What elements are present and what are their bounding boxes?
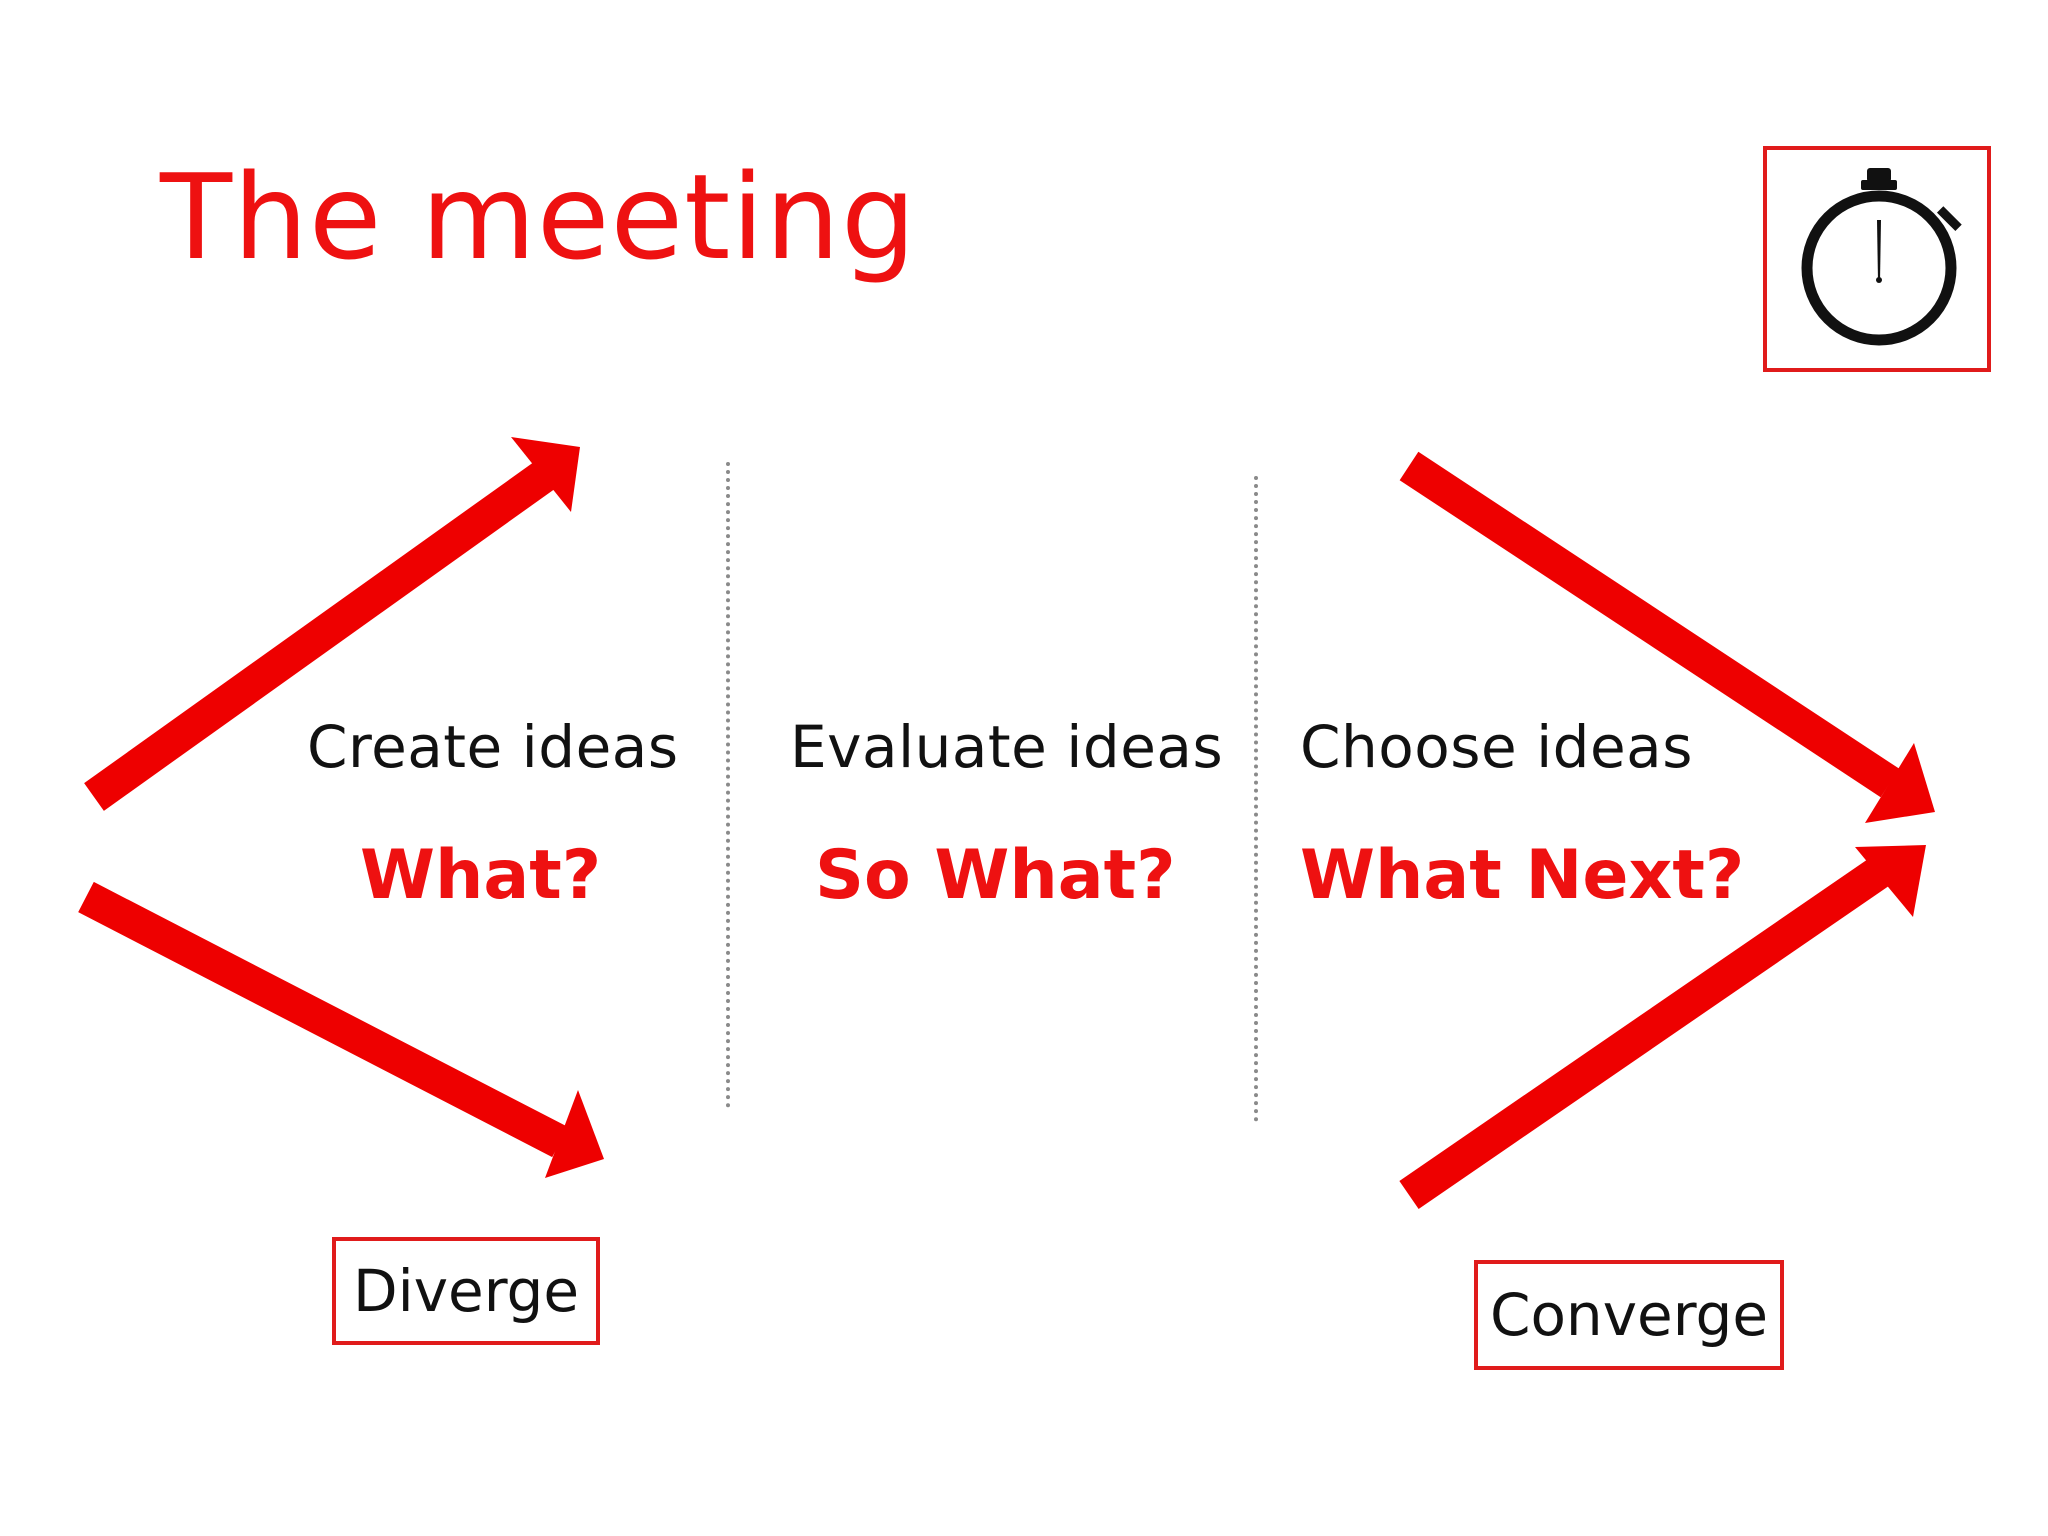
phase-question-what-next: What Next? [1300, 836, 1745, 915]
phase-divider [726, 462, 730, 1108]
diverge-tag-label: Diverge [352, 1257, 580, 1325]
converge-tag: Converge [1474, 1260, 1784, 1370]
phase-label-evaluate: Evaluate ideas [790, 713, 1224, 781]
stopwatch-icon [1801, 168, 1962, 346]
stopwatch-frame [1763, 146, 1991, 372]
diverge-tag: Diverge [332, 1237, 600, 1345]
diverge-down-arrow [78, 881, 604, 1178]
diverge-up-arrow [84, 437, 580, 811]
phase-label-choose: Choose ideas [1300, 713, 1693, 781]
slide-title: The meeting [160, 148, 917, 286]
phase-divider [1254, 476, 1258, 1122]
phase-label-create: Create ideas [307, 713, 679, 781]
converge-tag-label: Converge [1489, 1281, 1769, 1349]
phase-question-so-what: So What? [815, 836, 1176, 915]
phase-question-what: What? [360, 836, 602, 915]
converge-up-arrow [1399, 845, 1926, 1210]
converge-down-arrow [1399, 451, 1935, 823]
